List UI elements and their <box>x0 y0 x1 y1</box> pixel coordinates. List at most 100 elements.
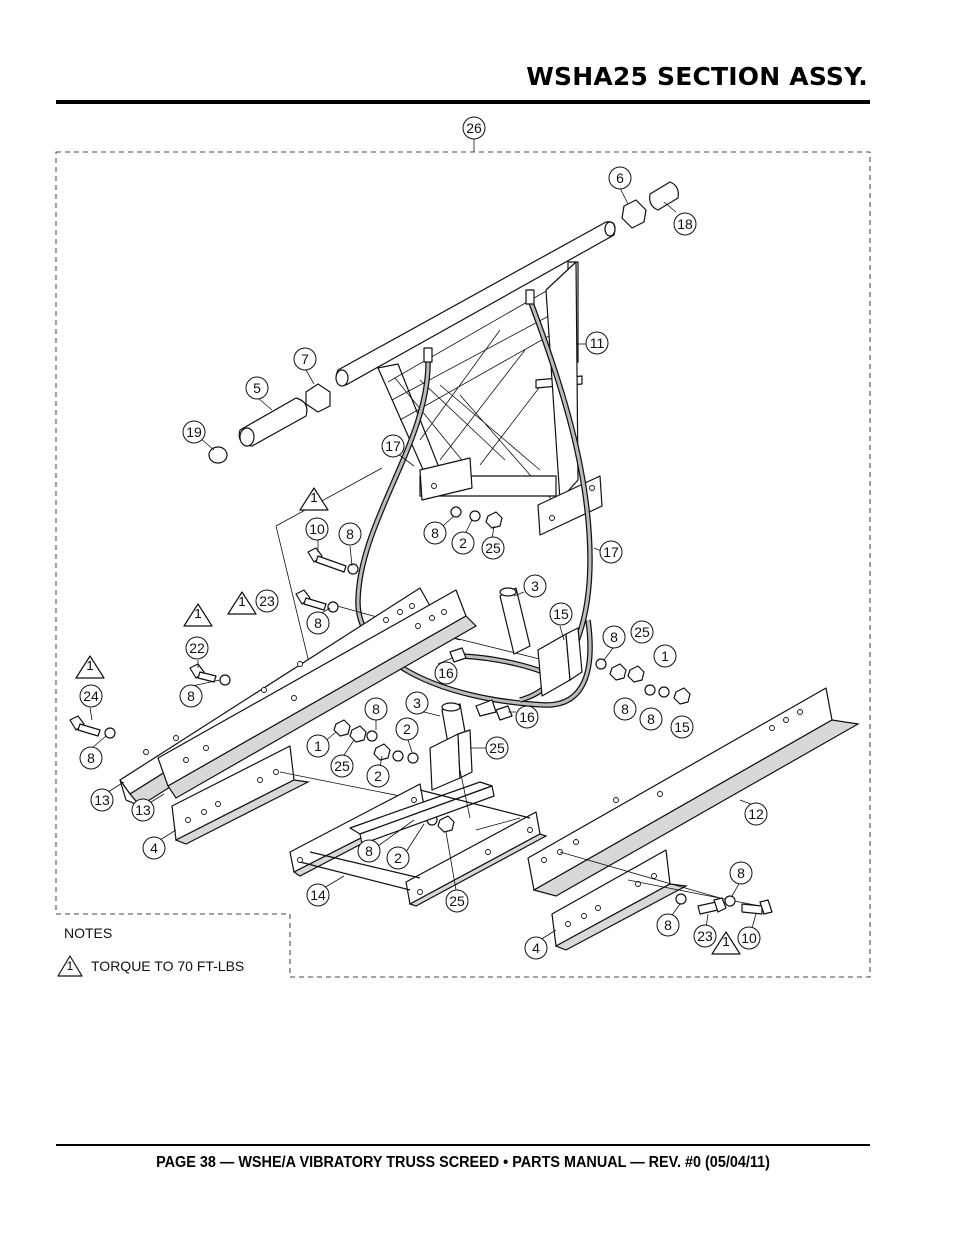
svg-text:8: 8 <box>610 629 618 645</box>
torque-marker: 1 <box>299 487 329 511</box>
svg-text:22: 22 <box>189 640 205 656</box>
title-rule <box>56 100 870 104</box>
callout: 5 <box>245 376 269 400</box>
svg-text:12: 12 <box>748 806 764 822</box>
svg-text:15: 15 <box>553 606 569 622</box>
svg-text:1: 1 <box>238 594 245 609</box>
callout: 11 <box>585 331 609 355</box>
callout: 16 <box>434 661 458 685</box>
angle-rail-13-back <box>157 589 477 799</box>
svg-text:18: 18 <box>677 216 693 232</box>
svg-text:16: 16 <box>438 665 454 681</box>
callout: 14 <box>306 883 330 907</box>
callout: 8 <box>306 611 330 635</box>
top-tube-end <box>604 221 616 237</box>
svg-text:25: 25 <box>485 540 501 556</box>
callout: 4 <box>142 836 166 860</box>
callout: 25 <box>481 536 505 560</box>
callout: 23 <box>693 924 717 948</box>
svg-text:10: 10 <box>309 521 325 537</box>
svg-text:1: 1 <box>67 959 74 973</box>
callout: 17 <box>599 540 623 564</box>
callout: 25 <box>330 754 354 778</box>
svg-text:8: 8 <box>87 750 95 766</box>
notes-heading: NOTES <box>64 925 112 941</box>
bolt-23-lower <box>697 897 727 915</box>
fitting-16 <box>475 699 497 717</box>
svg-text:2: 2 <box>459 535 467 551</box>
svg-text:23: 23 <box>697 928 713 944</box>
callout: 3 <box>405 691 429 715</box>
bolt-22 <box>189 663 217 683</box>
callout: 8 <box>639 707 663 731</box>
svg-text:5: 5 <box>253 380 261 396</box>
bracket-15-upper <box>537 633 571 697</box>
torque-marker: 1 <box>183 603 213 627</box>
callout: 8 <box>613 697 637 721</box>
callout: 2 <box>386 846 410 870</box>
svg-text:8: 8 <box>365 843 373 859</box>
foot-plate-left <box>419 457 473 501</box>
callout: 3 <box>523 574 547 598</box>
svg-text:25: 25 <box>334 758 350 774</box>
svg-text:17: 17 <box>603 544 619 560</box>
svg-text:10: 10 <box>741 930 757 946</box>
svg-text:8: 8 <box>647 711 655 727</box>
callout: 2 <box>366 764 390 788</box>
top-tube-end <box>335 369 349 387</box>
cap-19 <box>208 446 228 464</box>
svg-text:8: 8 <box>621 701 629 717</box>
svg-text:2: 2 <box>374 768 382 784</box>
callout: 4 <box>524 936 548 960</box>
svg-text:4: 4 <box>150 840 158 856</box>
svg-text:11: 11 <box>590 335 605 351</box>
svg-text:8: 8 <box>187 688 195 704</box>
callout: 1 <box>653 644 677 668</box>
callout: 8 <box>656 913 680 937</box>
callout: 22 <box>185 636 209 660</box>
post-3-upper <box>499 587 531 655</box>
svg-text:3: 3 <box>531 578 539 594</box>
assembly-boundary <box>55 151 871 978</box>
callout: 24 <box>79 684 103 708</box>
callout: 13 <box>131 798 155 822</box>
svg-text:8: 8 <box>664 917 672 933</box>
callout: 18 <box>673 212 697 236</box>
callout: 25 <box>485 736 509 760</box>
svg-text:1: 1 <box>314 738 322 754</box>
callout: 8 <box>338 522 362 546</box>
svg-text:1: 1 <box>722 934 729 949</box>
nut-6 <box>621 199 647 229</box>
callout: 8 <box>364 697 388 721</box>
bolt-10-lower <box>741 899 773 915</box>
callout: 8 <box>79 746 103 770</box>
svg-text:8: 8 <box>346 526 354 542</box>
svg-text:13: 13 <box>135 802 151 818</box>
bolt-23-upper <box>295 589 327 611</box>
callout: 25 <box>630 620 654 644</box>
torque-marker: 1 <box>75 655 105 679</box>
notes-torque-marker: 1 <box>57 955 83 977</box>
svg-text:1: 1 <box>86 658 93 673</box>
callout: 23 <box>255 589 279 613</box>
callout: 10 <box>305 517 329 541</box>
svg-text:3: 3 <box>413 695 421 711</box>
svg-text:4: 4 <box>532 940 540 956</box>
callout: 8 <box>357 839 381 863</box>
washer-8 <box>347 563 359 575</box>
callout: 2 <box>451 531 475 555</box>
angle-rail-4-left <box>171 745 310 845</box>
svg-text:13: 13 <box>94 792 110 808</box>
footer-rule <box>56 1144 870 1146</box>
svg-text:17: 17 <box>385 438 401 454</box>
svg-text:25: 25 <box>489 740 505 756</box>
callout: 13 <box>90 788 114 812</box>
svg-text:8: 8 <box>737 865 745 881</box>
torque-marker: 1 <box>227 591 257 615</box>
svg-text:19: 19 <box>186 424 202 440</box>
svg-text:1: 1 <box>661 648 669 664</box>
nut-7 <box>305 383 331 413</box>
bolt-24 <box>69 715 101 737</box>
notes-torque-text: TORQUE TO 70 FT-LBS <box>91 958 244 974</box>
svg-text:25: 25 <box>449 893 465 909</box>
